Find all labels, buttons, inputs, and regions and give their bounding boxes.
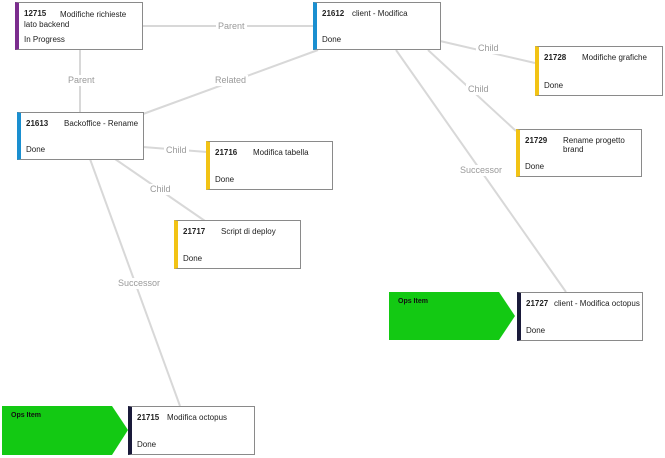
ops-item-label: Ops Item [11, 412, 41, 419]
work-item-card-21612[interactable]: 21612 client - Modifica Done [313, 2, 441, 50]
edge-label-child-21716: Child [164, 145, 189, 156]
work-item-card-21613[interactable]: 21613 Backoffice - Rename Done [17, 112, 144, 160]
work-item-title: client - Modifica octopus [554, 299, 640, 308]
ops-item-arrow-shape [389, 292, 515, 340]
work-item-state: Done [215, 175, 235, 184]
work-item-id: 21715 [137, 413, 160, 422]
work-item-state: Done [137, 440, 157, 449]
edge-label-related: Related [213, 75, 249, 86]
ops-item-tag[interactable]: Ops Item [2, 406, 129, 455]
work-item-title: Modifiche grafiche [582, 53, 647, 62]
work-item-title: Modifica octopus [167, 413, 228, 422]
work-item-card-21715[interactable]: 21715 Modifica octopus Done [128, 406, 255, 455]
work-item-card-21716[interactable]: 21716 Modifica tabella Done [206, 141, 333, 190]
edge-label-child-21728: Child [476, 43, 501, 54]
work-item-id: 21729 [525, 136, 548, 145]
ops-item-arrow-shape [2, 406, 128, 455]
edge-label-successor-left: Successor [116, 278, 163, 289]
work-item-state: In Progress [24, 35, 65, 44]
work-item-card-12715[interactable]: 12715 Modifiche richieste lato backend I… [15, 2, 143, 50]
work-item-card-21717[interactable]: 21717 Script di deploy Done [174, 220, 301, 269]
work-item-state: Done [183, 254, 203, 263]
work-item-title: Script di deploy [221, 227, 276, 236]
ops-item-tag[interactable]: Ops Item [389, 292, 516, 340]
work-item-title: Modifica tabella [253, 148, 309, 157]
work-item-title-line1: Modifiche richieste [60, 10, 127, 19]
work-item-title: Rename progetto brand [563, 136, 625, 154]
work-item-card-21727[interactable]: 21727 client - Modifica octopus Done [517, 292, 643, 341]
work-item-id: 21728 [544, 53, 567, 62]
edge-label-child-21717: Child [148, 184, 173, 195]
work-item-card-21728[interactable]: 21728 Modifiche grafiche Done [535, 46, 663, 96]
edge-label-successor-right: Successor [458, 165, 505, 176]
work-item-id: 21613 [26, 119, 49, 128]
work-item-title: client - Modifica [352, 9, 408, 18]
work-item-state: Done [526, 326, 546, 335]
edge-label-parent-left: Parent [66, 75, 97, 86]
edge-label-parent-top: Parent [216, 21, 247, 32]
work-item-id: 21727 [526, 299, 549, 308]
work-item-id: 12715 [24, 9, 47, 18]
work-item-title: Backoffice - Rename [64, 119, 139, 128]
work-item-id: 21612 [322, 9, 345, 18]
work-item-id: 21716 [215, 148, 238, 157]
work-item-state: Done [322, 35, 342, 44]
work-item-id: 21717 [183, 227, 206, 236]
edge-label-child-21729: Child [466, 84, 491, 95]
work-item-card-21729[interactable]: 21729 Rename progetto brand Done [516, 129, 642, 177]
work-item-state: Done [26, 145, 46, 154]
work-item-state: Done [525, 162, 545, 171]
work-item-state: Done [544, 81, 564, 90]
work-item-title-line2: lato backend [24, 20, 70, 29]
ops-item-label: Ops Item [398, 298, 428, 305]
